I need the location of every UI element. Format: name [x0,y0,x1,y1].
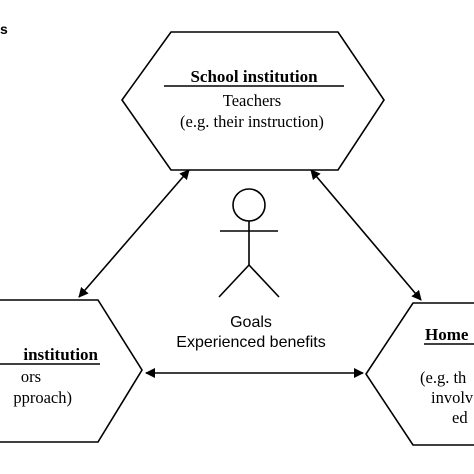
left-institution-title: institution [23,345,98,364]
left-institution-line2: pproach) [13,388,72,407]
home-line2: involv [431,388,474,407]
home-hexagon [365,302,474,446]
corner-text-fragment: s [0,21,8,37]
home-line3: ed [452,408,468,427]
arrow-school-to-home [310,169,422,301]
school-institution-teachers: Teachers [223,91,281,110]
home-line1: (e.g. th [420,368,467,387]
center-benefits-label: Experienced benefits [176,334,325,351]
arrow-left-to-school [78,169,190,298]
center-goals-label: Goals [230,314,272,331]
school-institution-title: School institution [190,67,318,86]
stick-figure-icon [218,188,280,298]
school-institution-detail: (e.g. their instruction) [180,112,324,131]
home-title: Home [425,325,469,344]
left-institution-line1: ors [21,367,41,386]
left-institution-hexagon [0,299,143,443]
